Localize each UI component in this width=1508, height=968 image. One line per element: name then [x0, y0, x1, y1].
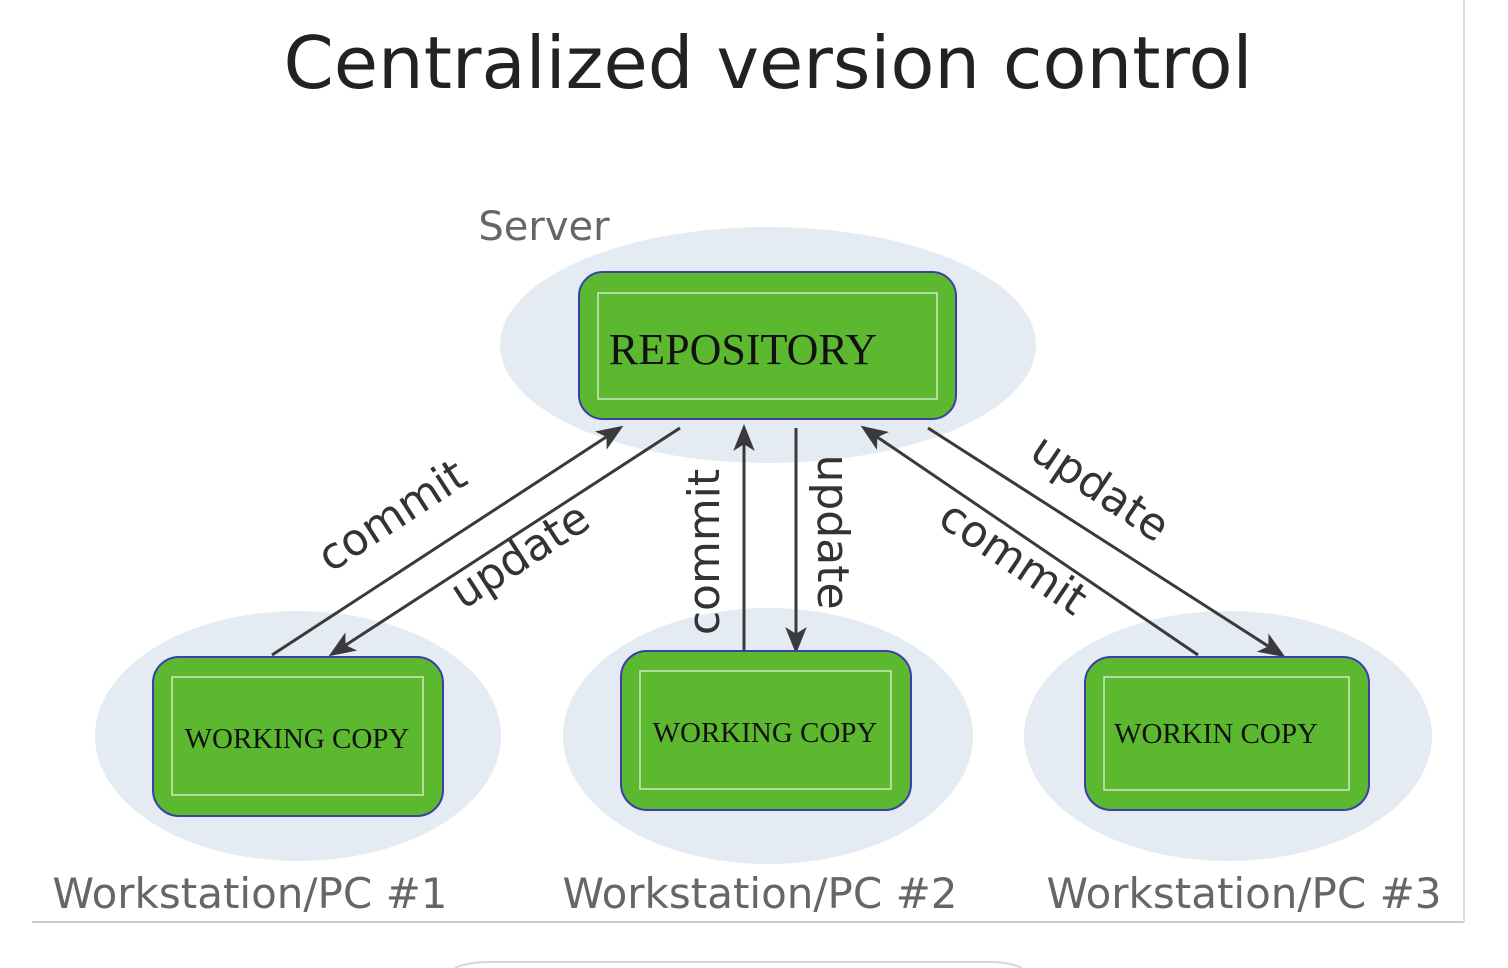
edge-commit-pc1-arrow	[271, 425, 624, 657]
working-copy-2-inner-frame	[639, 670, 892, 790]
working-copy-1-text: WORKING COPY	[185, 723, 410, 755]
diagram-title: Centralized version control	[283, 21, 1252, 105]
working-copy-3-node: WORKIN COPY	[1084, 656, 1370, 811]
edge-update-pc3-arrow	[927, 426, 1286, 658]
edges	[271, 423, 1286, 658]
repository-box	[578, 271, 957, 420]
repository-text: REPOSITORY	[609, 325, 877, 374]
repository-inner-frame	[597, 292, 938, 400]
workstation-2-label: Workstation/PC #2	[563, 869, 958, 918]
repository-node: REPOSITORY	[578, 271, 957, 420]
edge-update-pc3-label: update	[1022, 423, 1179, 552]
working-copy-1-inner-frame	[171, 676, 424, 796]
working-copy-3-inner-frame	[1103, 676, 1350, 791]
working-copy-1-box	[152, 656, 444, 817]
working-copy-2-node: WORKING COPY	[620, 650, 912, 811]
workstation-3-label: Workstation/PC #3	[1047, 869, 1442, 918]
server-label: Server	[478, 204, 610, 250]
edge-update-pc1-arrow	[328, 426, 681, 657]
edge-commit-pc2-label: commit	[679, 469, 730, 635]
working-copy-2-box	[620, 650, 912, 811]
working-copy-2-text: WORKING COPY	[653, 717, 878, 749]
workstation-1-label: Workstation/PC #1	[53, 869, 448, 918]
working-copy-1-node: WORKING COPY	[152, 656, 444, 817]
edge-commit-pc3-label: commit	[930, 490, 1096, 625]
edge-update-pc2-label: update	[807, 454, 858, 609]
edge-commit-pc1-label: commit	[308, 449, 475, 582]
working-copy-3-box	[1084, 656, 1370, 811]
working-copy-3-text: WORKIN COPY	[1114, 718, 1318, 750]
edge-update-pc1-label: update	[441, 492, 599, 619]
edge-commit-pc3-arrow	[860, 425, 1199, 657]
bottom-cropped-element	[454, 961, 1023, 968]
